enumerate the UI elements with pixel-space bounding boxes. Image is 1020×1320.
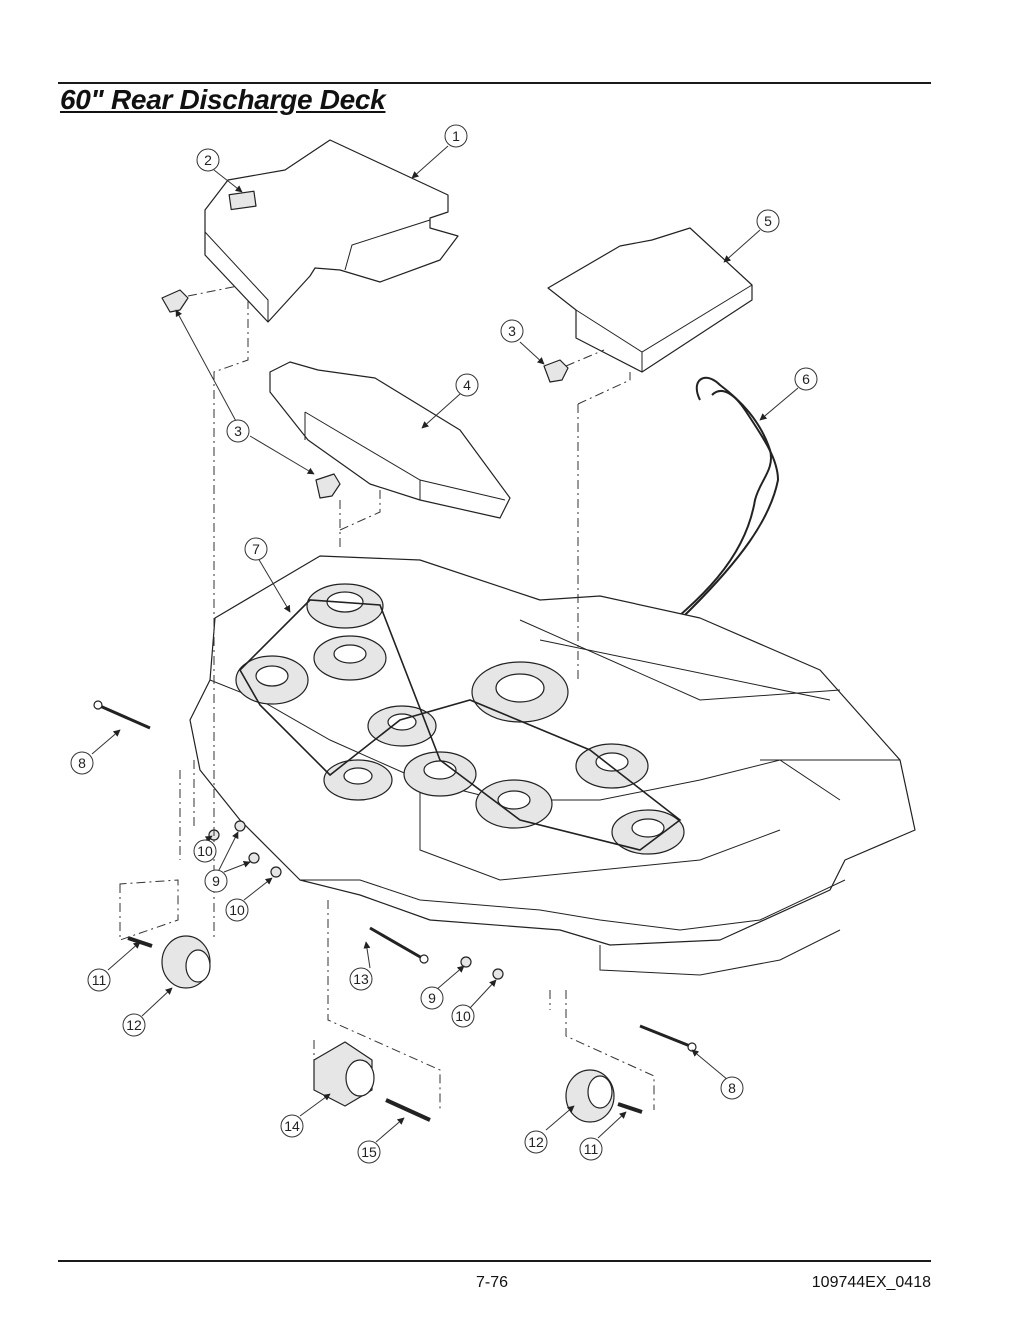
decal-part <box>228 190 257 211</box>
callout-10: 10 <box>193 839 217 863</box>
svg-text:10: 10 <box>229 902 245 918</box>
svg-text:8: 8 <box>78 755 86 771</box>
callout-7: 7 <box>244 537 268 561</box>
front-belt-guard-part <box>269 361 511 519</box>
callout-12: 12 <box>524 1130 548 1154</box>
svg-text:12: 12 <box>126 1017 142 1033</box>
svg-text:10: 10 <box>197 843 213 859</box>
svg-text:9: 9 <box>212 873 220 889</box>
anti-scalp-wheel-part <box>161 935 615 1123</box>
svg-text:11: 11 <box>584 1141 599 1157</box>
callout-3: 3 <box>500 319 524 343</box>
pulley-part <box>235 583 685 855</box>
callout-11: 11 <box>87 968 111 992</box>
document-code: 109744EX_0418 <box>811 1274 931 1291</box>
page-number: 7-76 <box>476 1274 509 1291</box>
svg-text:3: 3 <box>508 323 516 339</box>
svg-text:7: 7 <box>252 541 260 557</box>
callout-10: 10 <box>451 1004 475 1028</box>
callout-15: 15 <box>357 1140 381 1164</box>
svg-text:13: 13 <box>353 971 369 987</box>
callout-1: 1 <box>444 124 468 148</box>
callout-14: 14 <box>280 1114 304 1138</box>
deck-roller-part <box>313 1041 375 1107</box>
assembly-alignment-lines <box>119 285 655 1110</box>
svg-text:1: 1 <box>452 128 460 144</box>
callout-12: 12 <box>122 1013 146 1037</box>
page-title: 60" Rear Discharge Deck <box>60 84 386 115</box>
callout-leaders <box>91 145 799 1143</box>
svg-text:11: 11 <box>92 972 107 988</box>
footer-rule <box>58 1260 931 1262</box>
svg-text:12: 12 <box>528 1134 544 1150</box>
callout-6: 6 <box>794 367 818 391</box>
callout-11: 11 <box>579 1137 603 1161</box>
callout-10: 10 <box>225 898 249 922</box>
belt-cover-part <box>204 139 459 323</box>
callout-9: 9 <box>420 986 444 1010</box>
mower-deck-housing <box>189 555 916 976</box>
callout-2: 2 <box>196 148 220 172</box>
callout-8: 8 <box>70 751 94 775</box>
callout-9: 9 <box>204 869 228 893</box>
svg-text:8: 8 <box>728 1080 736 1096</box>
svg-text:10: 10 <box>455 1008 471 1024</box>
right-belt-cover-part <box>547 227 753 373</box>
svg-text:9: 9 <box>428 990 436 1006</box>
header-rule <box>58 82 931 84</box>
svg-text:3: 3 <box>234 423 242 439</box>
deck-belt-part <box>239 599 682 851</box>
svg-text:2: 2 <box>204 152 212 168</box>
svg-text:6: 6 <box>802 371 810 387</box>
svg-text:14: 14 <box>284 1118 300 1134</box>
callout-13: 13 <box>349 967 373 991</box>
svg-text:15: 15 <box>361 1144 377 1160</box>
callout-8: 8 <box>720 1076 744 1100</box>
callout-3: 3 <box>226 419 250 443</box>
svg-text:5: 5 <box>764 213 772 229</box>
knob-part <box>161 289 569 499</box>
svg-text:4: 4 <box>463 377 471 393</box>
callout-5: 5 <box>756 209 780 233</box>
callout-4: 4 <box>455 373 479 397</box>
